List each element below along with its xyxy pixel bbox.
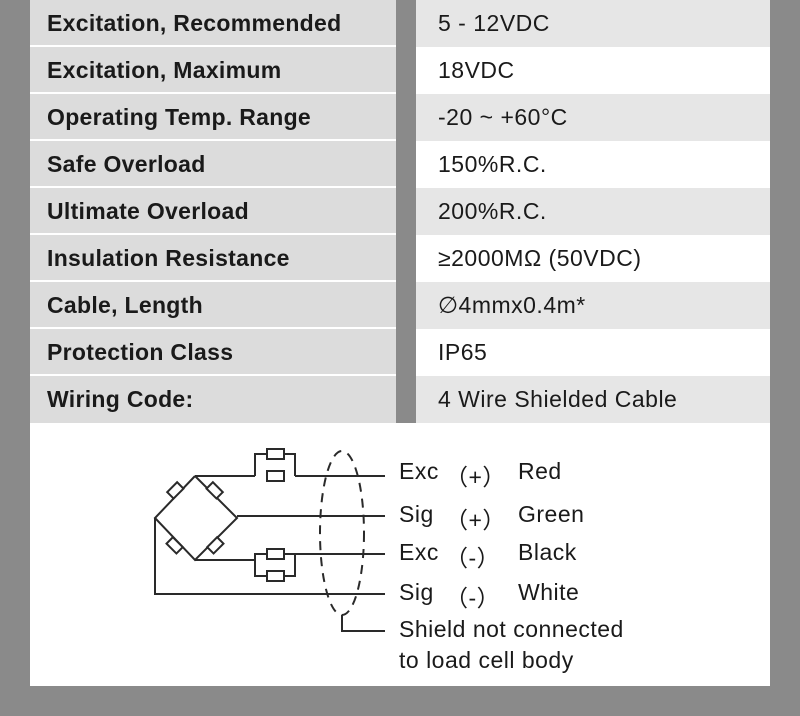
- spec-row-safe-overload: Safe Overload 150%R.C.: [30, 141, 770, 188]
- spec-label: Safe Overload: [30, 141, 396, 187]
- shield-note-line-1: Shield not connected: [399, 616, 624, 642]
- spec-value: -20 ~ +60°C: [416, 94, 770, 141]
- spec-label: Cable, Length: [30, 282, 396, 328]
- spec-label: Wiring Code:: [30, 376, 396, 423]
- column-divider: [396, 188, 416, 235]
- wire-polarity: （-）: [445, 585, 501, 611]
- column-divider: [396, 141, 416, 188]
- wire-polarity: （+）: [445, 507, 506, 533]
- top-resistor-1: [266, 448, 285, 460]
- spec-label: Excitation, Recommended: [30, 0, 396, 46]
- spec-label: Excitation, Maximum: [30, 47, 396, 93]
- column-divider: [396, 376, 416, 423]
- spec-label: Protection Class: [30, 329, 396, 375]
- wire-polarity: （+）: [445, 464, 506, 490]
- column-divider: [396, 47, 416, 94]
- wire-color: Red: [518, 458, 562, 484]
- wire-polarity: （-）: [445, 545, 501, 571]
- strain-gauge-3: [165, 535, 185, 555]
- spec-row-protection-class: Protection Class IP65: [30, 329, 770, 376]
- spec-row-insulation-resistance: Insulation Resistance ≥2000MΩ (50VDC): [30, 235, 770, 282]
- spec-value: 4 Wire Shielded Cable: [416, 376, 770, 423]
- spec-label: Operating Temp. Range: [30, 94, 396, 140]
- strain-gauge-2: [205, 480, 225, 500]
- bridge-outline: [153, 475, 239, 562]
- bottom-resistor-loop: [254, 553, 296, 577]
- top-resistor-2: [266, 470, 285, 482]
- shield-drain-wire: [341, 615, 385, 632]
- wiring-diagram: Exc （+） Red Sig （+） Green Exc （-） Black …: [30, 426, 770, 686]
- spec-value: 150%R.C.: [416, 141, 770, 188]
- wire-color: Black: [518, 539, 577, 565]
- spec-sheet-card: Excitation, Recommended 5 - 12VDC Excita…: [30, 0, 770, 686]
- spec-row-ultimate-overload: Ultimate Overload 200%R.C.: [30, 188, 770, 235]
- wire-signal: Exc: [399, 539, 439, 565]
- wire-color: Green: [518, 501, 585, 527]
- spec-label: Ultimate Overload: [30, 188, 396, 234]
- sig-minus-wire: [154, 518, 385, 595]
- shield-note-line-2: to load cell body: [399, 647, 574, 673]
- strain-gauge-4: [205, 535, 225, 555]
- spec-row-cable-length: Cable, Length ∅4mmx0.4m*: [30, 282, 770, 329]
- wire-signal: Sig: [399, 501, 434, 527]
- specification-table: Excitation, Recommended 5 - 12VDC Excita…: [30, 0, 770, 423]
- spec-value: 18VDC: [416, 47, 770, 94]
- spec-row-operating-temp: Operating Temp. Range -20 ~ +60°C: [30, 94, 770, 141]
- column-divider: [396, 0, 416, 47]
- spec-value: IP65: [416, 329, 770, 376]
- bridge-circuit-schematic: [153, 448, 385, 632]
- spec-value: 5 - 12VDC: [416, 0, 770, 47]
- column-divider: [396, 329, 416, 376]
- wire-color: White: [518, 579, 580, 605]
- wire-signal: Sig: [399, 579, 434, 605]
- bottom-resistor-1: [266, 548, 285, 560]
- wire-signal: Exc: [399, 458, 439, 484]
- spec-row-excitation-maximum: Excitation, Maximum 18VDC: [30, 47, 770, 94]
- column-divider: [396, 94, 416, 141]
- spec-row-excitation-recommended: Excitation, Recommended 5 - 12VDC: [30, 0, 770, 47]
- spec-label: Insulation Resistance: [30, 235, 396, 281]
- column-divider: [396, 282, 416, 329]
- strain-gauge-1: [165, 480, 185, 500]
- bottom-resistor-2: [266, 570, 285, 582]
- column-divider: [396, 235, 416, 282]
- spec-value: ∅4mmx0.4m*: [416, 282, 770, 329]
- spec-row-wiring-code: Wiring Code: 4 Wire Shielded Cable: [30, 376, 770, 423]
- spec-value: 200%R.C.: [416, 188, 770, 235]
- spec-value: ≥2000MΩ (50VDC): [416, 235, 770, 282]
